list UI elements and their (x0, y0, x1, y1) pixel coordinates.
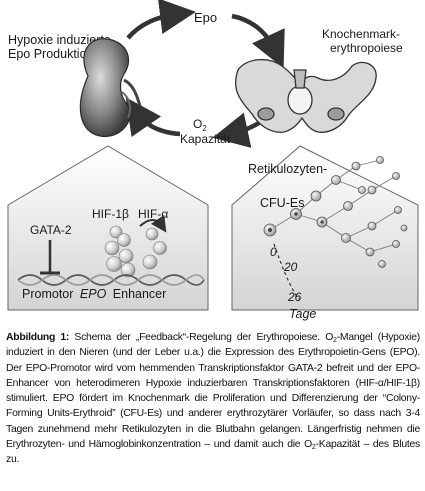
cfu-es-label: CFU-Es (260, 196, 304, 210)
gata2-label: GATA-2 (30, 223, 72, 237)
marrow-label-line1: Knochenmark- (322, 27, 400, 41)
hifa-label: HIF-α (138, 207, 168, 221)
day-20-label: 20 (283, 260, 298, 274)
arrow-epo-to-marrow (231, 13, 285, 69)
epo-label: Epo (194, 10, 217, 25)
dna-helix (17, 274, 205, 286)
day-26-label: 26 (287, 290, 302, 304)
caption-text-2: -Mangel (Hypoxie) induziert in den Niere… (6, 332, 420, 451)
gene-regulation-panel: GATA-2 HIF-1β HIF-α Promotor EPO Enhance… (7, 145, 209, 311)
erythropoiesis-panel: Retikulozyten- CFU-Es (231, 145, 419, 321)
hypoxia-label-line2: Epo Produktion (8, 47, 94, 61)
kidney-illustration (79, 38, 142, 138)
day-0-label: 0 (270, 245, 277, 259)
caption-bold-title: Abbildung 1: (6, 332, 70, 343)
marrow-label-line2: erythropoiese (330, 41, 403, 55)
caption-sub-2: 2 (311, 444, 316, 452)
reticulocytes-label: Retikulozyten- (248, 162, 327, 176)
promotor-label: Promotor EPO Enhancer (22, 287, 166, 301)
pelvis-illustration (235, 59, 377, 133)
caption-sub-1: 2 (333, 337, 337, 344)
o2-capacity-label: O2 Kapazität (180, 117, 231, 146)
time-axis: 0 20 26 Tage (270, 243, 316, 321)
feedback-diagram: Epo Hypoxie induzierte Epo Produktion Kn… (7, 0, 419, 321)
arrow-kidney-to-epo (126, 0, 196, 40)
svg-text:O2: O2 (193, 117, 207, 133)
figure-caption: Abbildung 1: Schema der „Feedback“-Regel… (6, 330, 420, 468)
days-label: Tage (289, 307, 316, 321)
caption-text-1: Schema der „Feedback“-Regelung der Eryth… (69, 332, 334, 343)
hif1b-label: HIF-1β (92, 207, 129, 221)
arrow-o2-to-kidney (125, 97, 181, 138)
hif-complex (104, 225, 167, 278)
svg-text:Kapazität: Kapazität (180, 132, 231, 146)
caption-text-3: -Kapazität – des Blutes zu. (6, 439, 420, 466)
cell-lineage-tree (263, 156, 408, 268)
hypoxia-label-line1: Hypoxie induzierte (8, 33, 111, 47)
